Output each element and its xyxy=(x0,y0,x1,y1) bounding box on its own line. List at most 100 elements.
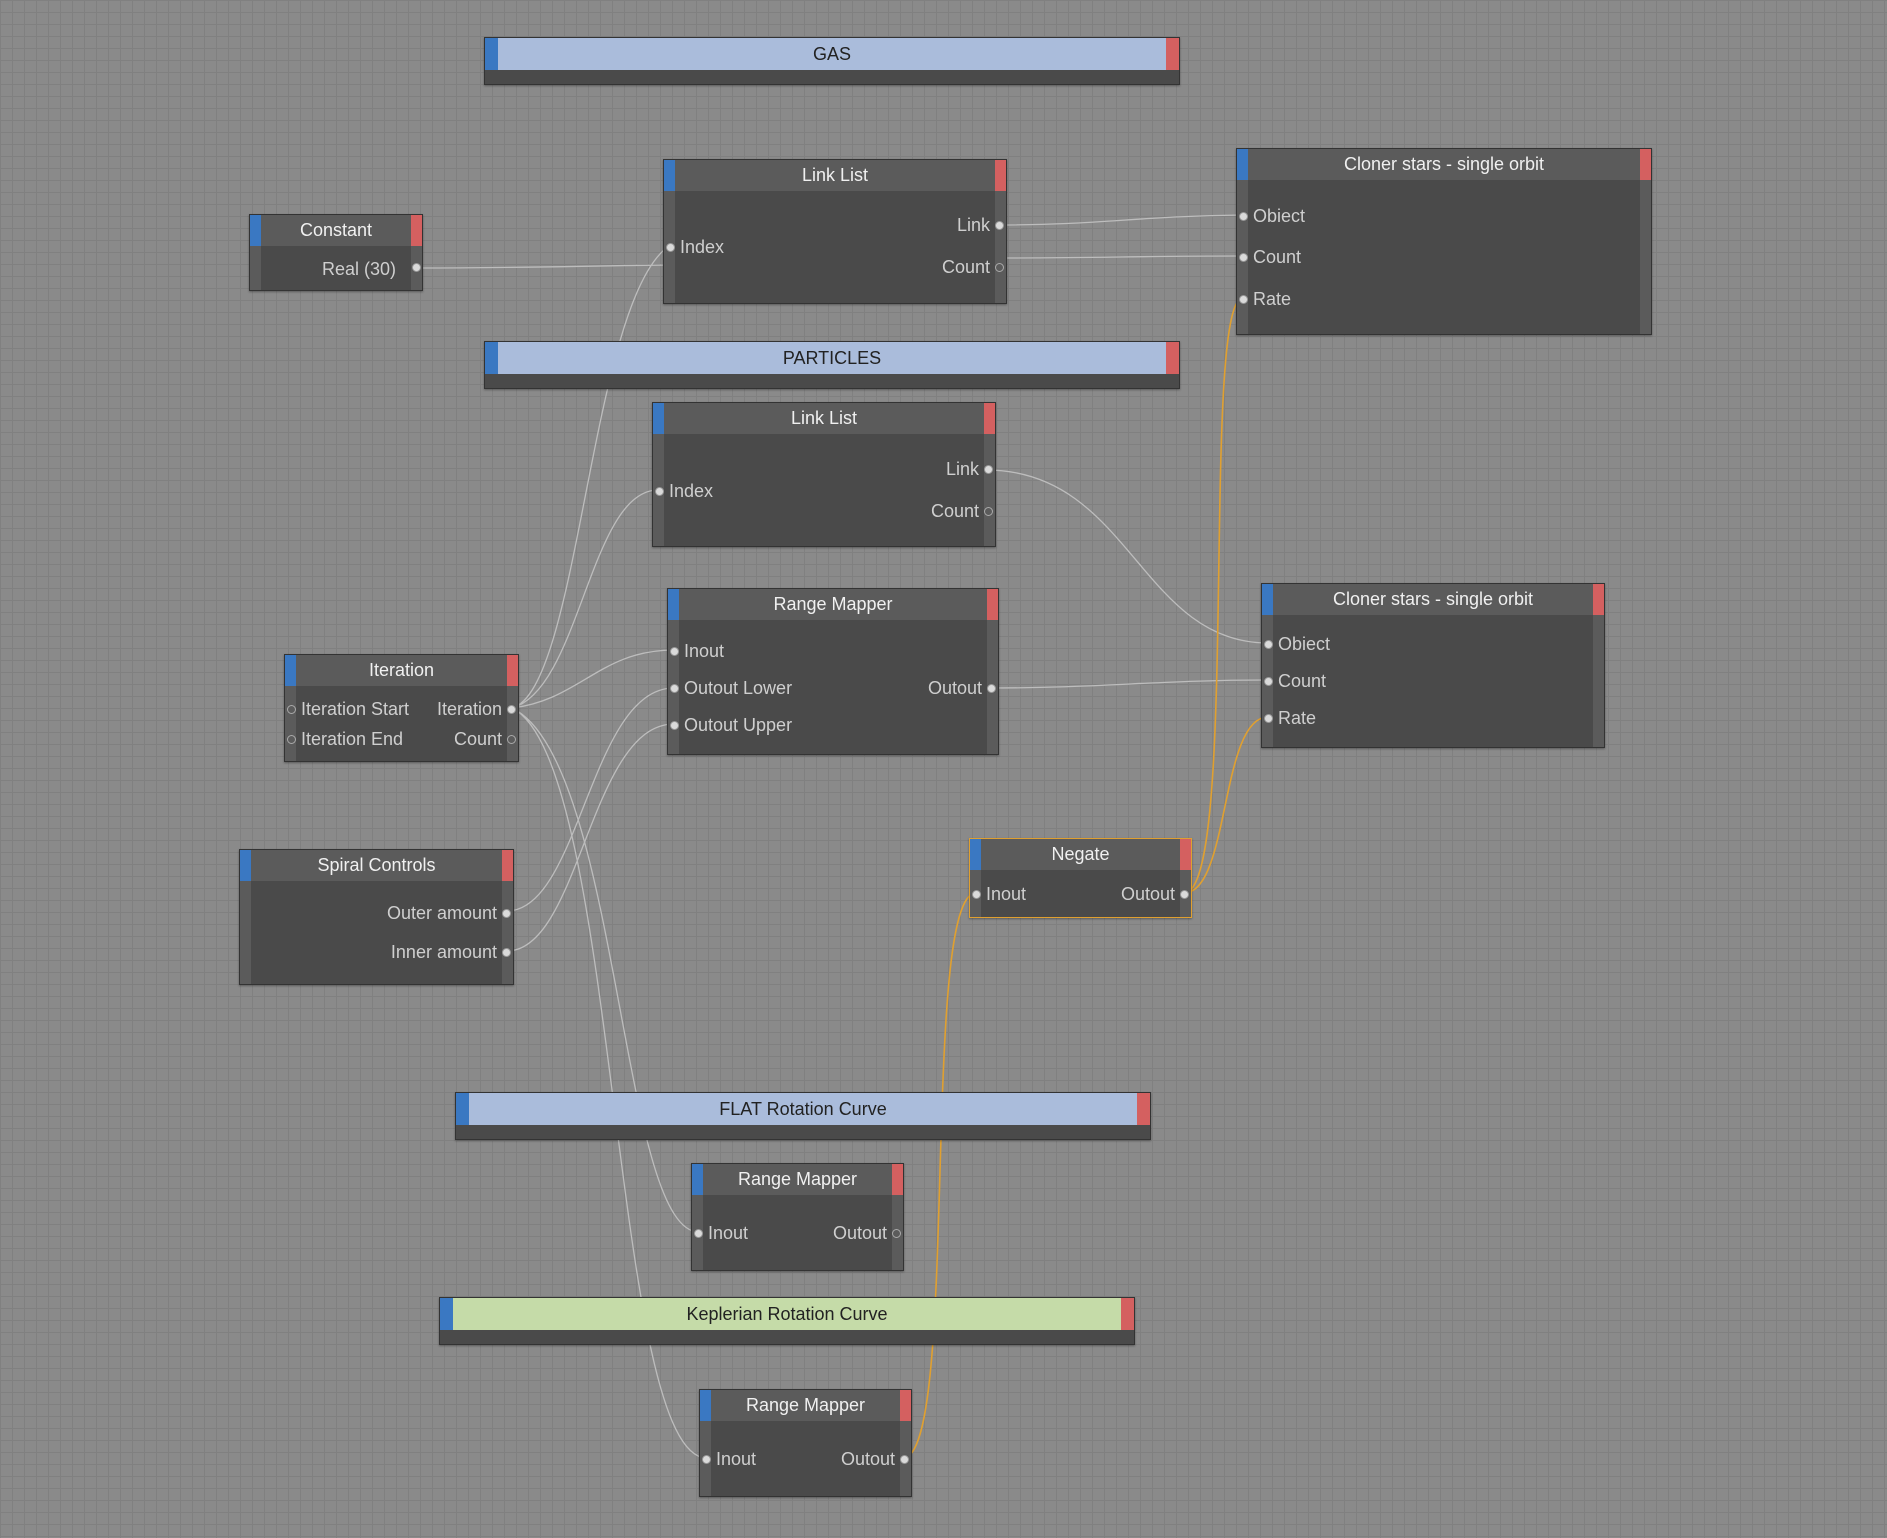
node-left-bar xyxy=(653,403,664,546)
node-link-list-gas[interactable]: Link List Index Link Count xyxy=(663,159,1007,304)
port-iteration-start-label: Iteration Start xyxy=(301,699,410,719)
port-input-dot[interactable] xyxy=(702,1455,711,1464)
port-output-label: Outout xyxy=(1120,884,1175,904)
port-object-input-dot[interactable] xyxy=(1239,212,1248,221)
node-right-bar xyxy=(995,160,1006,303)
group-title: Keplerian Rotation Curve xyxy=(453,1298,1121,1330)
node-link-list-particles[interactable]: Link List Index Link Count xyxy=(652,402,996,547)
node-title: Constant xyxy=(261,215,411,246)
group-keplerian-rotation-curve[interactable]: Keplerian Rotation Curve xyxy=(439,1297,1135,1345)
port-input-dot[interactable] xyxy=(670,647,679,656)
port-rate-input-dot[interactable] xyxy=(1239,295,1248,304)
node-title: Cloner stars - single orbit xyxy=(1248,149,1640,180)
node-spiral-controls[interactable]: Spiral Controls Outer amount Inner amoun… xyxy=(239,849,514,985)
port-output-label: Outout xyxy=(927,678,982,698)
port-input-label: Inout xyxy=(716,1449,757,1469)
port-link-output-dot[interactable] xyxy=(984,465,993,474)
port-iteration-output-dot[interactable] xyxy=(507,705,516,714)
group-color-tab-left xyxy=(440,1298,453,1330)
node-right-bar xyxy=(900,1390,911,1496)
node-left-bar xyxy=(240,850,251,984)
port-index-label: Index xyxy=(669,481,714,501)
port-input-dot[interactable] xyxy=(694,1229,703,1238)
wire-spiral-inner-to-rm1-upper xyxy=(506,723,675,952)
node-right-bar xyxy=(984,403,995,546)
port-output-label: Outout xyxy=(840,1449,895,1469)
node-cloner-stars-gas[interactable]: Cloner stars - single orbit Obiect Count… xyxy=(1236,148,1652,335)
port-rate-label: Rate xyxy=(1278,708,1317,728)
port-outer-amount-label: Outer amount xyxy=(386,903,497,923)
port-input-label: Inout xyxy=(684,641,725,661)
wire-rm3-output-to-negate-input xyxy=(902,892,977,1459)
node-title: Range Mapper xyxy=(703,1164,892,1195)
node-left-bar xyxy=(970,839,981,917)
wire-iteration-to-rangemapper2-input xyxy=(511,707,700,1233)
port-output-lower-dot[interactable] xyxy=(670,684,679,693)
port-inner-amount-dot[interactable] xyxy=(502,948,511,957)
group-color-tab-right xyxy=(1121,1298,1134,1330)
node-range-mapper-flat[interactable]: Range Mapper Inout Outout xyxy=(691,1163,904,1271)
group-color-tab-right xyxy=(1166,38,1179,70)
group-color-tab-right xyxy=(1137,1093,1150,1125)
node-cloner-stars-particles[interactable]: Cloner stars - single orbit Obiect Count… xyxy=(1261,583,1605,748)
wire-spiral-outer-to-rm1-lower xyxy=(506,687,675,912)
port-count-output-dot[interactable] xyxy=(995,263,1004,272)
group-flat-rotation-curve[interactable]: FLAT Rotation Curve xyxy=(455,1092,1151,1140)
node-right-bar xyxy=(1640,149,1651,334)
group-color-tab-left xyxy=(485,342,498,374)
group-gas[interactable]: GAS xyxy=(484,37,1180,85)
node-iteration[interactable]: Iteration Iteration Start Iteration End … xyxy=(284,654,519,762)
wire-linklist1-count-to-cloner1-count xyxy=(996,255,1244,259)
port-object-label: Obiect xyxy=(1253,206,1306,226)
node-title: Link List xyxy=(675,160,995,191)
node-range-mapper-main[interactable]: Range Mapper Inout Outout Lower Outout U… xyxy=(667,588,999,755)
group-color-tab-right xyxy=(1166,342,1179,374)
port-output-label: Outout xyxy=(832,1223,887,1243)
port-input-dot[interactable] xyxy=(972,890,981,899)
port-rate-input-dot[interactable] xyxy=(1264,714,1273,723)
port-iteration-start-dot[interactable] xyxy=(287,705,296,714)
port-index-input-dot[interactable] xyxy=(655,487,664,496)
port-iteration-end-label: Iteration End xyxy=(301,729,404,749)
port-count-output-dot[interactable] xyxy=(507,735,516,744)
node-left-bar xyxy=(692,1164,703,1270)
port-output-dot[interactable] xyxy=(987,684,996,693)
node-title: Spiral Controls xyxy=(251,850,502,881)
node-title: Range Mapper xyxy=(679,589,987,620)
node-range-mapper-keplerian[interactable]: Range Mapper Inout Outout xyxy=(699,1389,912,1497)
port-count-input-dot[interactable] xyxy=(1239,253,1248,262)
port-output-dot[interactable] xyxy=(1180,890,1189,899)
port-input-label: Inout xyxy=(708,1223,749,1243)
port-count-output-dot[interactable] xyxy=(984,507,993,516)
group-particles[interactable]: PARTICLES xyxy=(484,341,1180,389)
port-output-upper-label: Outout Upper xyxy=(684,715,793,735)
port-real-output-dot[interactable] xyxy=(412,263,421,272)
node-title: Iteration xyxy=(296,655,507,686)
port-object-label: Obiect xyxy=(1278,634,1331,654)
wire-constant-to-linklist1 xyxy=(416,264,670,269)
port-output-dot[interactable] xyxy=(900,1455,909,1464)
wire-iteration-to-linklist1-index xyxy=(511,245,670,709)
node-negate[interactable]: Negate Inout Outout xyxy=(969,838,1192,918)
port-index-input-dot[interactable] xyxy=(666,243,675,252)
port-link-label: Link xyxy=(945,459,979,479)
group-title: FLAT Rotation Curve xyxy=(469,1093,1137,1125)
port-iteration-label: Iteration xyxy=(436,699,502,719)
port-output-upper-dot[interactable] xyxy=(670,721,679,730)
port-count-input-dot[interactable] xyxy=(1264,677,1273,686)
port-object-input-dot[interactable] xyxy=(1264,640,1273,649)
node-title: Cloner stars - single orbit xyxy=(1273,584,1593,615)
node-right-bar xyxy=(892,1164,903,1270)
wire-negate-to-cloner1-rate xyxy=(1183,297,1244,894)
wire-negate-to-cloner2-rate xyxy=(1183,716,1269,894)
node-title: Link List xyxy=(664,403,984,434)
node-right-bar xyxy=(1593,584,1604,747)
port-link-output-dot[interactable] xyxy=(995,221,1004,230)
port-output-dot[interactable] xyxy=(892,1229,901,1238)
port-input-label: Inout xyxy=(986,884,1027,904)
node-constant[interactable]: Constant Real (30) xyxy=(249,214,423,291)
node-left-bar xyxy=(700,1390,711,1496)
port-iteration-end-dot[interactable] xyxy=(287,735,296,744)
port-outer-amount-dot[interactable] xyxy=(502,909,511,918)
port-count-label: Count xyxy=(1278,671,1327,691)
